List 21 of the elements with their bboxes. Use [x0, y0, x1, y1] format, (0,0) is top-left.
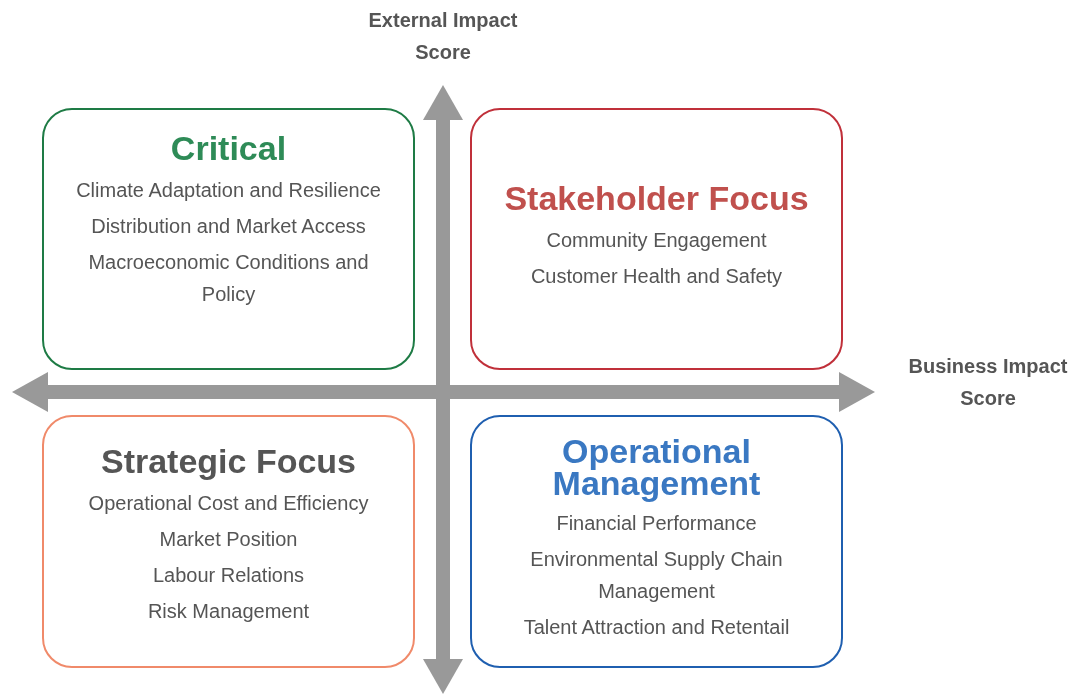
list-item: Talent Attraction and Retentail	[523, 615, 790, 640]
list-item: Macroeconomic Conditions and Policy	[87, 250, 370, 307]
list-item: Community Engagement	[546, 228, 767, 253]
list-item: Operational Cost and Efficiency	[88, 491, 369, 516]
quadrant-box	[470, 108, 843, 370]
list-item: Customer Health and Safety	[530, 264, 783, 289]
quadrant-heading: Strategic Focus	[100, 443, 357, 479]
list-item: Labour Relations	[152, 563, 305, 588]
axis-label: External Impact Score	[367, 8, 519, 65]
quadrant-box	[42, 415, 415, 668]
quadrant-box	[470, 415, 843, 668]
list-item: Environmental Supply Chain Management	[529, 547, 784, 604]
list-item: Market Position	[159, 527, 298, 552]
list-item: Distribution and Market Access	[91, 214, 366, 239]
list-item: Financial Performance	[556, 511, 757, 536]
list-item: Risk Management	[147, 599, 310, 624]
axis-label: Business Impact Score	[907, 354, 1069, 411]
quadrant-heading: Critical	[170, 130, 287, 166]
quadrant-box	[42, 108, 415, 370]
list-item: Climate Adaptation and Resilience	[76, 178, 381, 203]
quadrant-heading: Stakeholder Focus	[504, 180, 809, 216]
